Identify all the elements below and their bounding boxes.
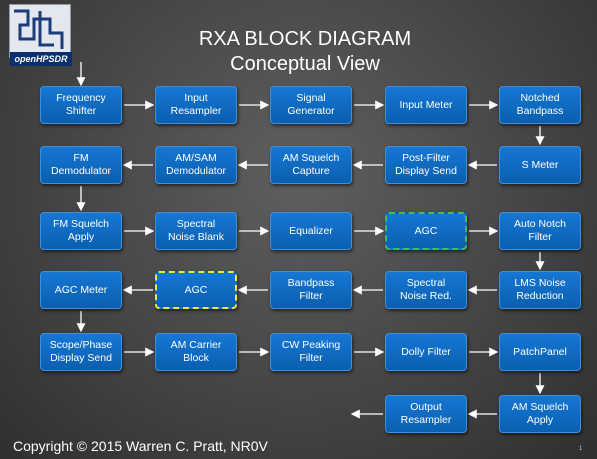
notched-bandpass-block: Notched Bandpass <box>499 86 581 124</box>
lms-noise-reduction-block: LMS Noise Reduction <box>499 271 581 309</box>
post-filter-display-send-block: Post-Filter Display Send <box>385 146 467 184</box>
openhpsdr-logo <box>9 4 71 58</box>
frequency-shifter-block: Frequency Shifter <box>40 86 122 124</box>
am-squelch-capture-block: AM Squelch Capture <box>270 146 352 184</box>
page-subtitle: Conceptual View <box>230 53 380 75</box>
cw-peaking-filter-block: CW Peaking Filter <box>270 333 352 371</box>
agc-block-2: AGC <box>155 271 237 309</box>
am-carrier-block-block: AM Carrier Block <box>155 333 237 371</box>
spectral-noise-red-block: Spectral Noise Red. <box>385 271 467 309</box>
patchpanel-block: PatchPanel <box>499 333 581 371</box>
fm-squelch-apply-block: FM Squelch Apply <box>40 212 122 250</box>
copyright-text: Copyright © 2015 Warren C. Pratt, NR0V <box>13 438 268 454</box>
output-resampler-block: Output Resampler <box>385 395 467 433</box>
agc-meter-block: AGC Meter <box>40 271 122 309</box>
input-meter-block: Input Meter <box>385 86 467 124</box>
page-title: RXA BLOCK DIAGRAM <box>198 28 412 50</box>
scope-phase-display-send-block: Scope/Phase Display Send <box>40 333 122 371</box>
am-sam-demodulator-block: AM/SAM Demodulator <box>155 146 237 184</box>
agc-block-1: AGC <box>385 212 467 250</box>
am-squelch-apply-block: AM Squelch Apply <box>499 395 581 433</box>
s-meter-block: S Meter <box>499 146 581 184</box>
dolly-filter-block: Dolly Filter <box>385 333 467 371</box>
auto-notch-filter-block: Auto Notch Filter <box>499 212 581 250</box>
input-resampler-block: Input Resampler <box>155 86 237 124</box>
fm-demodulator-block: FM Demodulator <box>40 146 122 184</box>
equalizer-block: Equalizer <box>270 212 352 250</box>
logo-text: openHPSDR <box>10 52 72 66</box>
bandpass-filter-block: Bandpass Filter <box>270 271 352 309</box>
spectral-noise-blank-block: Spectral Noise Blank <box>155 212 237 250</box>
slide-number: 1 <box>579 446 583 452</box>
signal-generator-block: Signal Generator <box>270 86 352 124</box>
